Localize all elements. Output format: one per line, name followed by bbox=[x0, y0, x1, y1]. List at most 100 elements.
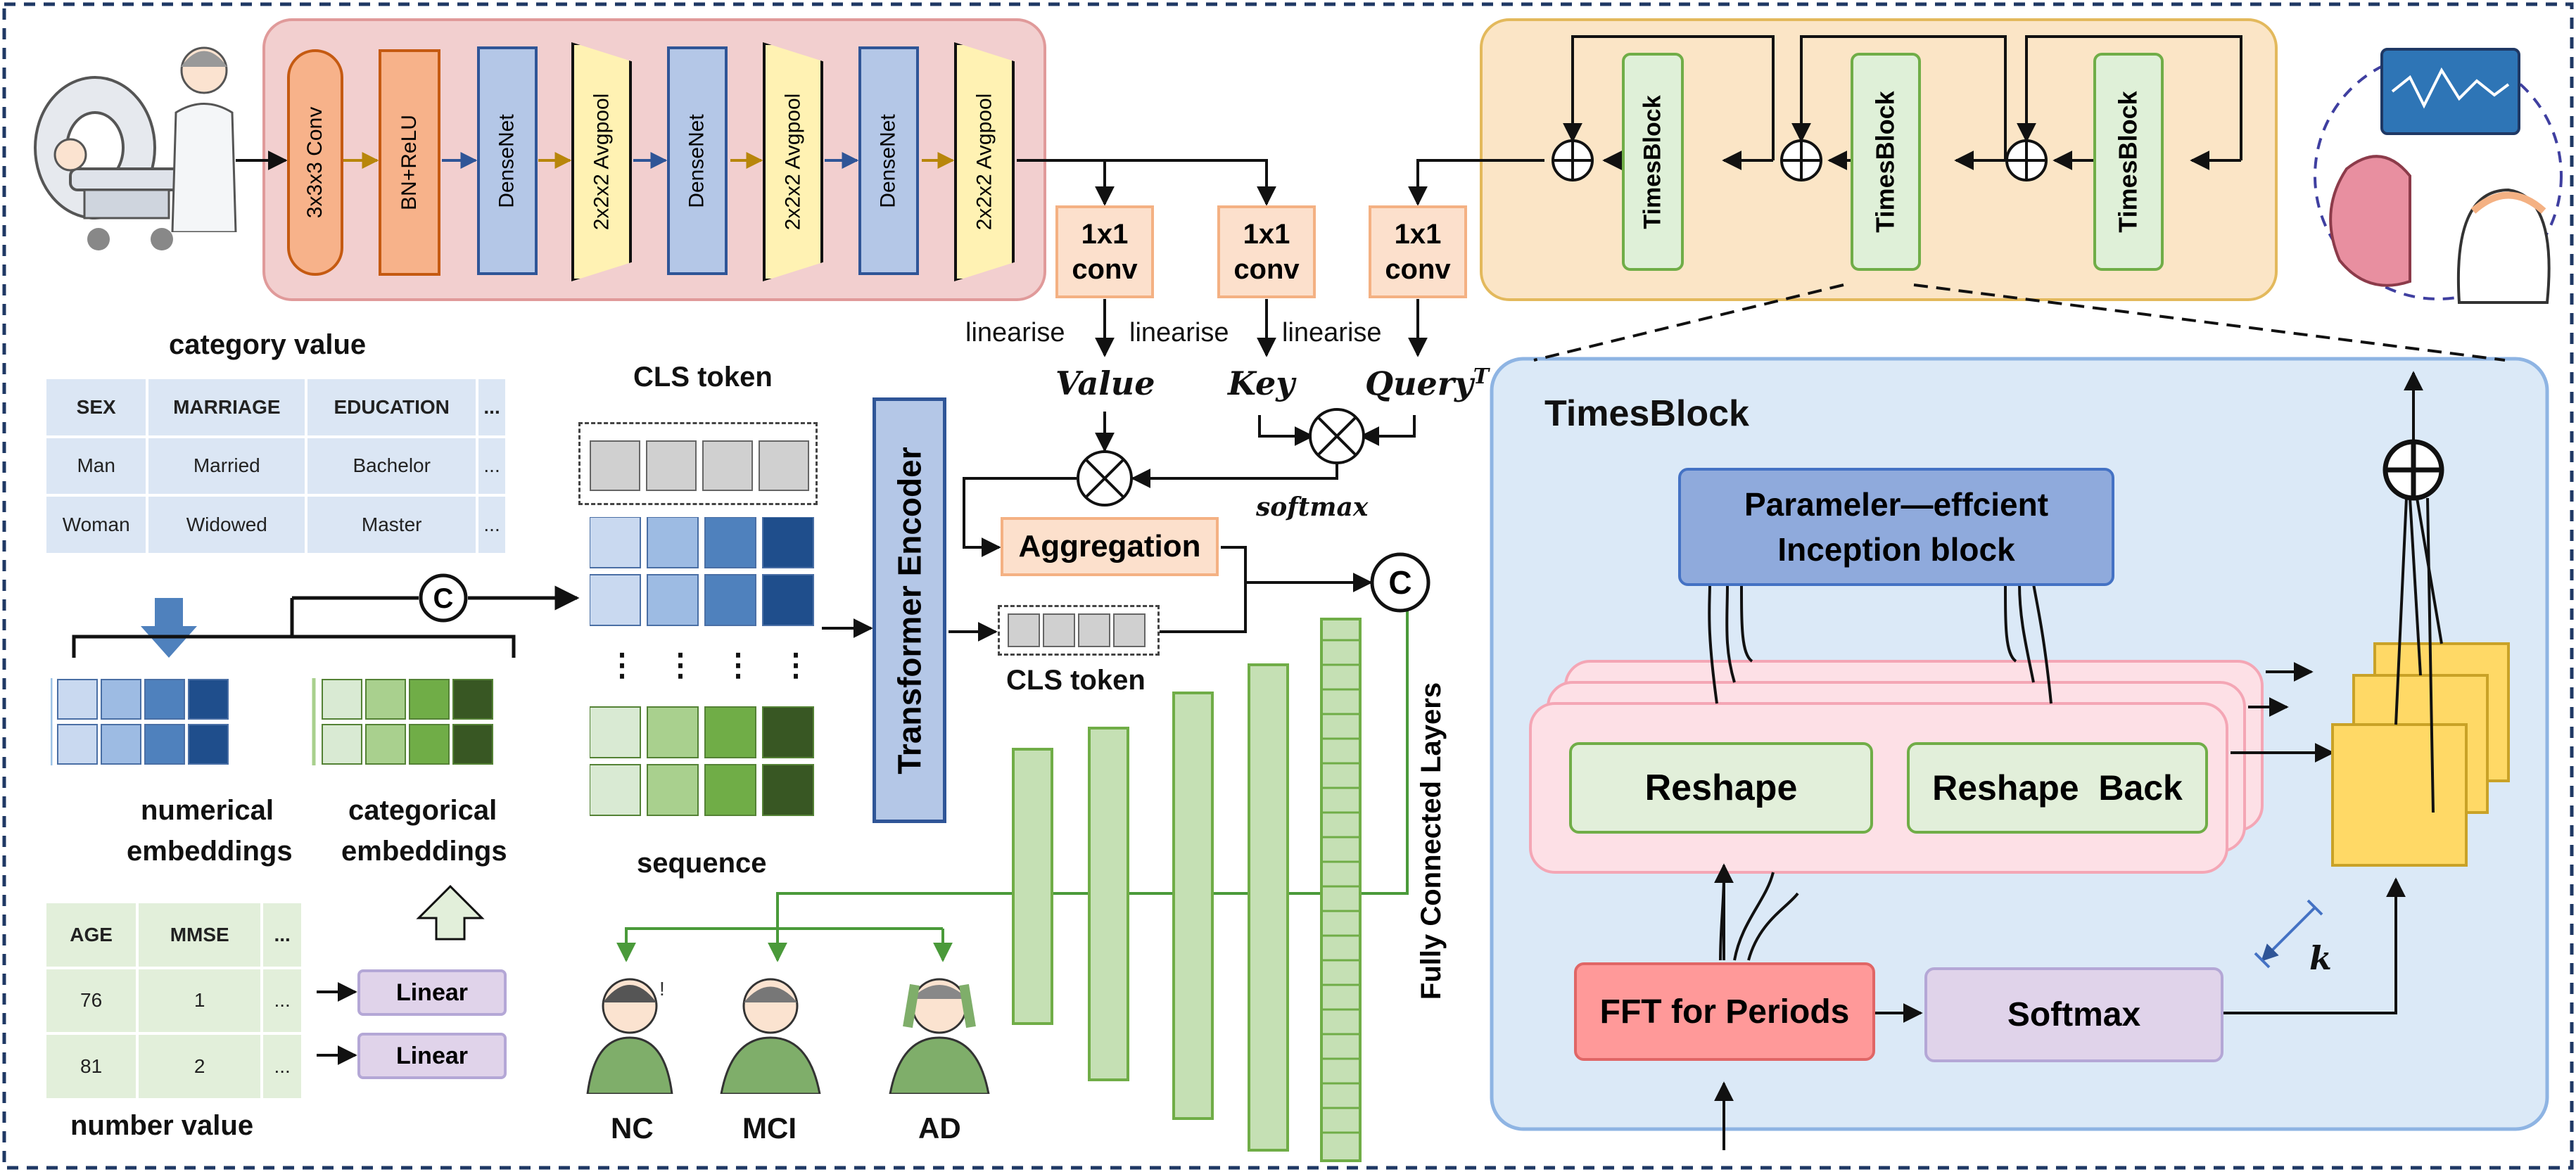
mri-scanner-icon bbox=[28, 42, 239, 260]
number-cell: 81 bbox=[43, 1032, 139, 1101]
embedding-cubes bbox=[312, 678, 493, 765]
add-circle-icon bbox=[2005, 139, 2048, 181]
numerical-label-2: embeddings bbox=[127, 836, 293, 867]
number-cell: 2 bbox=[136, 1032, 264, 1101]
avgpool-block: 2x2x2 Avgpool bbox=[571, 42, 632, 281]
number-cell: ... bbox=[260, 1032, 304, 1101]
svg-text:!: ! bbox=[659, 978, 665, 1000]
patient-nc-icon: ! bbox=[580, 967, 686, 1095]
cls-token-output-label: CLS token bbox=[1006, 665, 1146, 696]
category-cell: ... bbox=[476, 494, 508, 556]
add-circle-icon bbox=[1780, 139, 1822, 181]
concat-circle-icon bbox=[419, 573, 468, 623]
outcome-ad: AD bbox=[918, 1112, 961, 1145]
cls-token-output-cubes bbox=[1008, 613, 1146, 647]
cls-token-label: CLS token bbox=[633, 362, 773, 393]
ellipsis: ⋮ bbox=[665, 648, 696, 682]
reshape-back-box: Reshape Back bbox=[1907, 742, 2208, 834]
timesblock-detail-title: TimesBlock bbox=[1544, 393, 1749, 434]
category-header: EDUCATION bbox=[305, 376, 479, 438]
cls-token-cubes bbox=[590, 440, 809, 491]
category-cell: Bachelor bbox=[305, 435, 479, 497]
sequence-label: sequence bbox=[637, 848, 767, 879]
reshape-box: Reshape bbox=[1569, 742, 1873, 834]
concat-circle-icon bbox=[1370, 552, 1430, 613]
bn-relu-block: BN+ReLU bbox=[379, 49, 440, 276]
timesblock-3: TimesBlock bbox=[2093, 53, 2164, 271]
category-table: SEX MARRIAGE EDUCATION ... Man Married B… bbox=[43, 376, 508, 556]
numerical-label-1: numerical bbox=[141, 795, 274, 826]
fft-box: FFT for Periods bbox=[1574, 962, 1875, 1061]
number-cell: ... bbox=[260, 966, 304, 1036]
number-cell: 76 bbox=[43, 966, 139, 1036]
yellow-stack bbox=[2331, 723, 2468, 867]
densenet-block: DenseNet bbox=[477, 46, 538, 275]
numerical-embeddings-grid bbox=[49, 668, 262, 777]
softmax-label: softmax bbox=[1256, 492, 1369, 522]
transformer-encoder: Transformer Encoder bbox=[873, 397, 946, 823]
number-table: AGE MMSE ... 76 1 ... 81 2 ... bbox=[43, 900, 304, 1101]
densenet-block: DenseNet bbox=[858, 46, 919, 275]
number-header: AGE bbox=[43, 900, 139, 969]
number-cell: 1 bbox=[136, 966, 264, 1036]
query-superscript: T bbox=[1473, 364, 1490, 389]
category-header: MARRIAGE bbox=[146, 376, 308, 438]
k-label: k bbox=[2309, 939, 2332, 977]
linearise-label: linearise bbox=[1129, 318, 1229, 348]
fc-layer-segmented bbox=[1320, 618, 1362, 1162]
ellipsis: ⋮ bbox=[723, 648, 754, 682]
category-cell: Man bbox=[43, 435, 149, 497]
category-cell: Woman bbox=[43, 494, 149, 556]
cls-token-output bbox=[998, 605, 1160, 656]
fc-layers-label: Fully Connected Layers bbox=[1416, 682, 1447, 1000]
linear-box: Linear bbox=[357, 1033, 507, 1079]
linear-box: Linear bbox=[357, 969, 507, 1016]
conv3d-block: 3x3x3 Conv bbox=[287, 49, 343, 276]
categorical-label-2: embeddings bbox=[341, 836, 507, 867]
categorical-embeddings-grid bbox=[301, 668, 526, 777]
densenet-block: DenseNet bbox=[667, 46, 728, 275]
linearise-label: linearise bbox=[1282, 318, 1382, 348]
add-circle-icon bbox=[1552, 139, 1594, 181]
avgpool-block: 2x2x2 Avgpool bbox=[763, 42, 823, 281]
up-arrow-icon bbox=[416, 884, 485, 941]
number-table-title: number value bbox=[70, 1110, 254, 1141]
timesblock-2: TimesBlock bbox=[1851, 53, 1921, 271]
category-cell: Master bbox=[305, 494, 479, 556]
outcome-mci: MCI bbox=[742, 1112, 797, 1145]
brain-eeg-icon bbox=[2304, 28, 2565, 324]
concat-label: C bbox=[1388, 564, 1412, 601]
doctor-icon bbox=[165, 28, 243, 234]
patient-mci-icon bbox=[714, 967, 827, 1095]
category-header: ... bbox=[476, 376, 508, 438]
embedding-cubes bbox=[49, 678, 229, 765]
category-table-title: category value bbox=[169, 329, 367, 360]
sequence-cubes bbox=[589, 516, 814, 816]
cls-token-group bbox=[578, 422, 818, 505]
embedding-concat-label: C bbox=[433, 582, 454, 614]
ellipsis: ⋮ bbox=[607, 648, 637, 682]
add-circle-icon bbox=[2383, 439, 2444, 501]
key-label: Key bbox=[1228, 364, 1295, 402]
patient-ad-icon bbox=[883, 957, 996, 1095]
softmax-box: Softmax bbox=[1924, 967, 2223, 1062]
category-cell: Married bbox=[146, 435, 308, 497]
timesblock-1: TimesBlock bbox=[1622, 53, 1684, 271]
avgpool-block: 2x2x2 Avgpool bbox=[954, 42, 1015, 281]
number-header: MMSE bbox=[136, 900, 264, 969]
ellipsis: ⋮ bbox=[780, 648, 811, 682]
down-arrow-icon bbox=[141, 598, 197, 658]
sequence-grid bbox=[589, 516, 822, 837]
aggregation-box: Aggregation bbox=[1001, 517, 1219, 576]
category-header: SEX bbox=[43, 376, 149, 438]
linearise-label: linearise bbox=[965, 318, 1065, 348]
query-label: QueryT bbox=[1365, 364, 1490, 403]
category-cell: ... bbox=[476, 435, 508, 497]
outcome-nc: NC bbox=[611, 1112, 654, 1145]
